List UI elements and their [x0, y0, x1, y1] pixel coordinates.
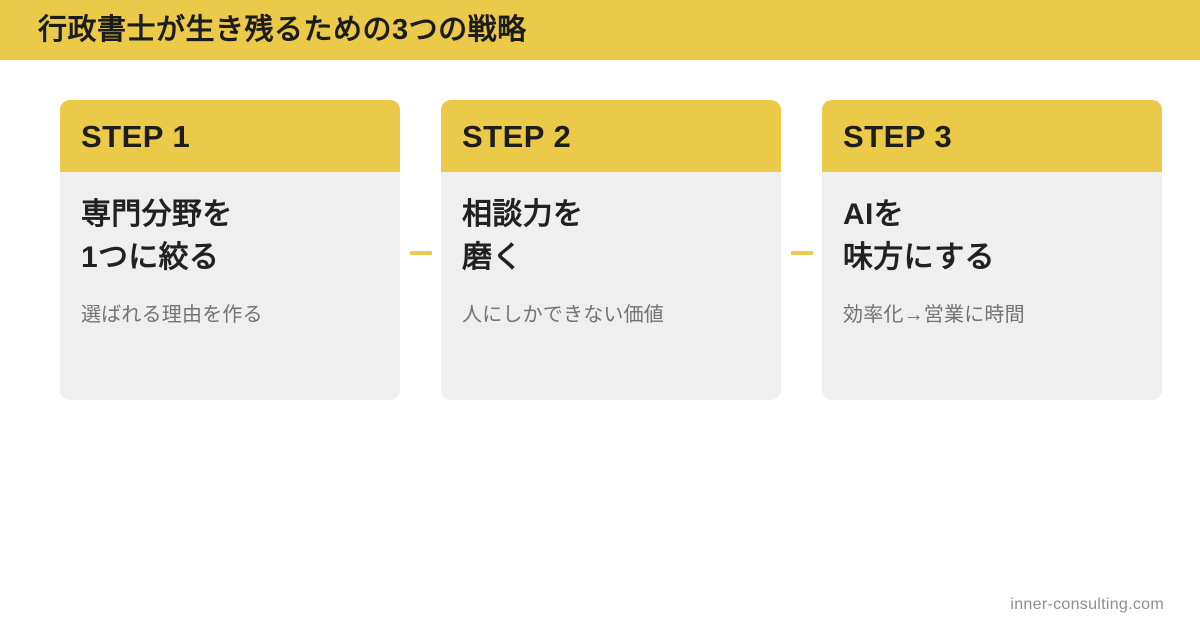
step-card-2-step-label: STEP 2 [462, 118, 572, 154]
step-card-2-body: 相談力を 磨く 人にしかできない価値 [441, 172, 781, 400]
footer-site-label: inner-consulting.com [1010, 596, 1164, 613]
step-card-1-body: 専門分野を 1つに絞る 選ばれる理由を作る [60, 172, 400, 400]
step-card-2: STEP 2 相談力を 磨く 人にしかできない価値 [441, 100, 781, 400]
step-card-3: STEP 3 AIを 味方にする 効率化→営業に時間 [822, 100, 1162, 400]
connector-dash-icon [410, 251, 432, 255]
connector-dash-icon [791, 251, 813, 255]
step-card-3-body: AIを 味方にする 効率化→営業に時間 [822, 172, 1162, 400]
step-card-2-header: STEP 2 [441, 100, 781, 172]
step-card-2-subtitle: 人にしかできない価値 [462, 304, 664, 327]
step-card-1: STEP 1 専門分野を 1つに絞る 選ばれる理由を作る [60, 100, 400, 400]
step-card-1-title: 専門分野を 1つに絞る [81, 198, 233, 274]
step-card-2-title: 相談力を 磨く [462, 198, 584, 274]
steps-row: STEP 1 専門分野を 1つに絞る 選ばれる理由を作る STEP 2 相談力を… [60, 100, 1162, 400]
step-card-1-step-label: STEP 1 [81, 118, 191, 154]
connector-2-3 [781, 100, 822, 400]
step-card-1-header: STEP 1 [60, 100, 400, 172]
step-card-3-header: STEP 3 [822, 100, 1162, 172]
header-band: 行政書士が生き残るための3つの戦略 [0, 0, 1200, 60]
step-card-1-subtitle: 選ばれる理由を作る [81, 304, 263, 327]
page-title: 行政書士が生き残るための3つの戦略 [38, 13, 527, 46]
step-card-3-title: AIを 味方にする [843, 198, 995, 274]
connector-1-2 [400, 100, 441, 400]
step-card-3-step-label: STEP 3 [843, 118, 953, 154]
step-card-3-subtitle: 効率化→営業に時間 [843, 304, 1025, 327]
